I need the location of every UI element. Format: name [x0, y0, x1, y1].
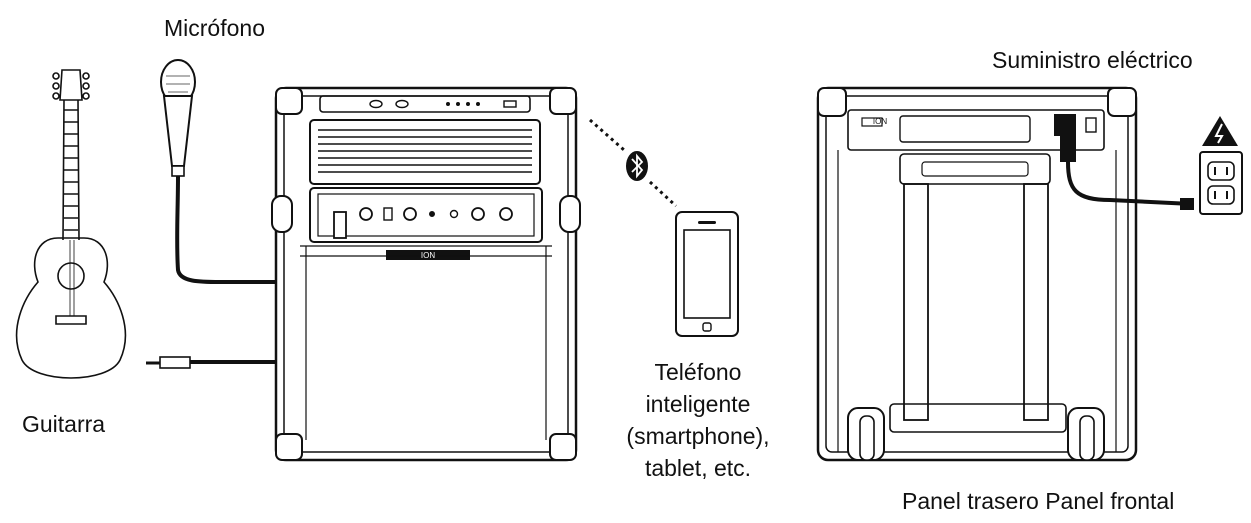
microphone-cable: [175, 175, 342, 284]
guitar-icon: [15, 69, 127, 379]
power-outlet-icon: [1199, 151, 1243, 215]
rear-panel-amplifier: [816, 86, 1138, 462]
microphone-label: Micrófono: [164, 15, 265, 41]
bluetooth-link: [589, 118, 678, 208]
phone-label-line4: tablet, etc.: [644, 455, 752, 481]
power-supply-label: Suministro eléctrico: [992, 47, 1193, 73]
front-panel-amplifier: [271, 86, 581, 462]
power-plug: [1180, 198, 1194, 210]
high-voltage-warning-icon: [1202, 116, 1238, 146]
phone-label-line2: inteligente: [645, 391, 751, 417]
rear-brand-logo: ION: [873, 117, 887, 126]
guitar-label: Guitarra: [22, 411, 106, 437]
smartphone-icon: [675, 211, 739, 337]
panels-label: Panel trasero Panel frontal: [902, 488, 1175, 514]
phone-label-line3: (smartphone),: [626, 423, 770, 449]
power-cable: [1066, 161, 1193, 206]
bluetooth-icon: [626, 151, 648, 181]
front-brand-logo: ION: [421, 251, 435, 260]
phone-label-line1: Teléfono: [654, 359, 742, 385]
microphone-icon: [160, 59, 196, 177]
